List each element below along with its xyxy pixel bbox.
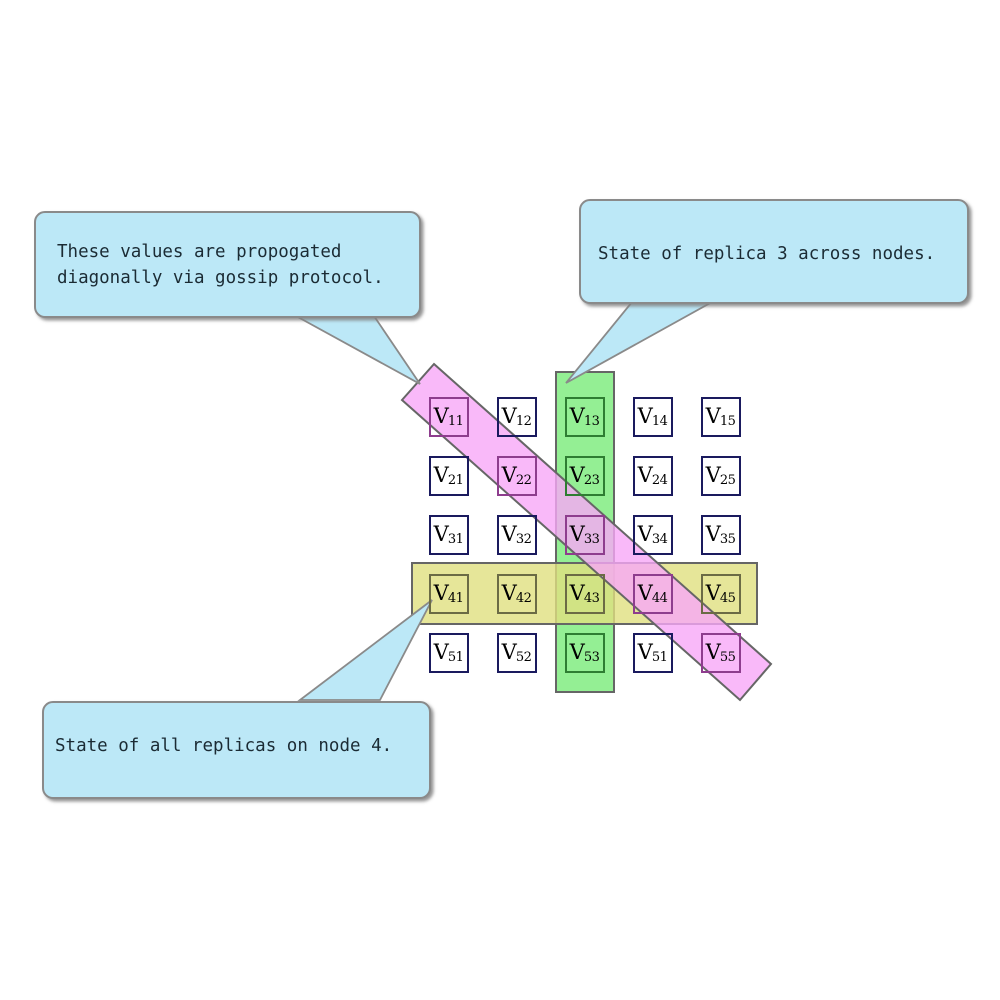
replica-cell-subscript: 43 xyxy=(583,590,600,606)
replica-cell-subscript: 21 xyxy=(447,472,464,488)
replica-cell-base: V xyxy=(637,639,653,664)
replica-cell-base: V xyxy=(637,403,653,428)
replica-cell-subscript: 13 xyxy=(583,413,600,429)
replica-cell-base: V xyxy=(501,462,517,487)
replica-cell-subscript: 31 xyxy=(447,531,464,547)
callout-bubbles xyxy=(34,199,969,799)
replica-cell-subscript: 11 xyxy=(447,413,464,429)
replica-cell-subscript: 24 xyxy=(651,472,668,488)
replica-cell-base: V xyxy=(569,580,585,605)
callout-node-4-box[interactable] xyxy=(42,701,431,799)
replica-cell-base: V xyxy=(433,462,449,487)
replica-cell-subscript: 41 xyxy=(447,590,464,606)
replica-cell-subscript: 44 xyxy=(651,590,668,606)
callout-gossip-box[interactable] xyxy=(34,211,421,318)
callout-node-4-tail xyxy=(297,599,433,701)
replica-cell-base: V xyxy=(433,521,449,546)
callout-gossip-tail xyxy=(295,315,421,385)
replica-cell-base: V xyxy=(501,521,517,546)
replica-cell-subscript: 35 xyxy=(719,531,736,547)
replica-cell-base: V xyxy=(501,403,517,428)
replica-cell-base: V xyxy=(637,521,653,546)
replica-cell-base: V xyxy=(637,580,653,605)
replica-cell-base: V xyxy=(705,639,721,664)
replica-cell-base: V xyxy=(433,403,449,428)
replica-cell-subscript: 32 xyxy=(515,531,532,547)
replica-cell-base: V xyxy=(705,521,721,546)
replica-cell-subscript: 14 xyxy=(651,413,668,429)
highlight-band-gossip-diagonal[interactable] xyxy=(400,362,773,702)
replica-cell-subscript: 15 xyxy=(719,413,736,429)
callout-replica-3-tail xyxy=(565,301,716,384)
replica-cell-subscript: 25 xyxy=(719,472,736,488)
replica-cell-subscript: 42 xyxy=(515,590,532,606)
replica-cell-base: V xyxy=(433,639,449,664)
replica-cell-subscript: 45 xyxy=(719,590,736,606)
replica-cell-subscript: 53 xyxy=(583,649,600,665)
replica-cell-subscript: 51 xyxy=(651,649,668,665)
replica-cell-base: V xyxy=(569,403,585,428)
replica-cell-base: V xyxy=(501,580,517,605)
replica-cell-base: V xyxy=(569,639,585,664)
replica-cell-base: V xyxy=(501,639,517,664)
replica-cell-subscript: 55 xyxy=(719,649,736,665)
replica-cell-base: V xyxy=(569,462,585,487)
replica-cell-base: V xyxy=(433,580,449,605)
replica-cell-subscript: 22 xyxy=(515,472,532,488)
replica-cell-subscript: 34 xyxy=(651,531,668,547)
replica-cell-subscript: 52 xyxy=(515,649,532,665)
replica-cell-base: V xyxy=(705,403,721,428)
replica-cell-subscript: 33 xyxy=(583,531,600,547)
replica-cell-base: V xyxy=(569,521,585,546)
replica-cell-subscript: 51 xyxy=(447,649,464,665)
replica-cell-base: V xyxy=(705,462,721,487)
callout-replica-3-box[interactable] xyxy=(579,199,969,304)
replica-cell-base: V xyxy=(637,462,653,487)
replica-cell-subscript: 23 xyxy=(583,472,600,488)
replica-cell-base: V xyxy=(705,580,721,605)
replica-cell-subscript: 12 xyxy=(515,413,532,429)
